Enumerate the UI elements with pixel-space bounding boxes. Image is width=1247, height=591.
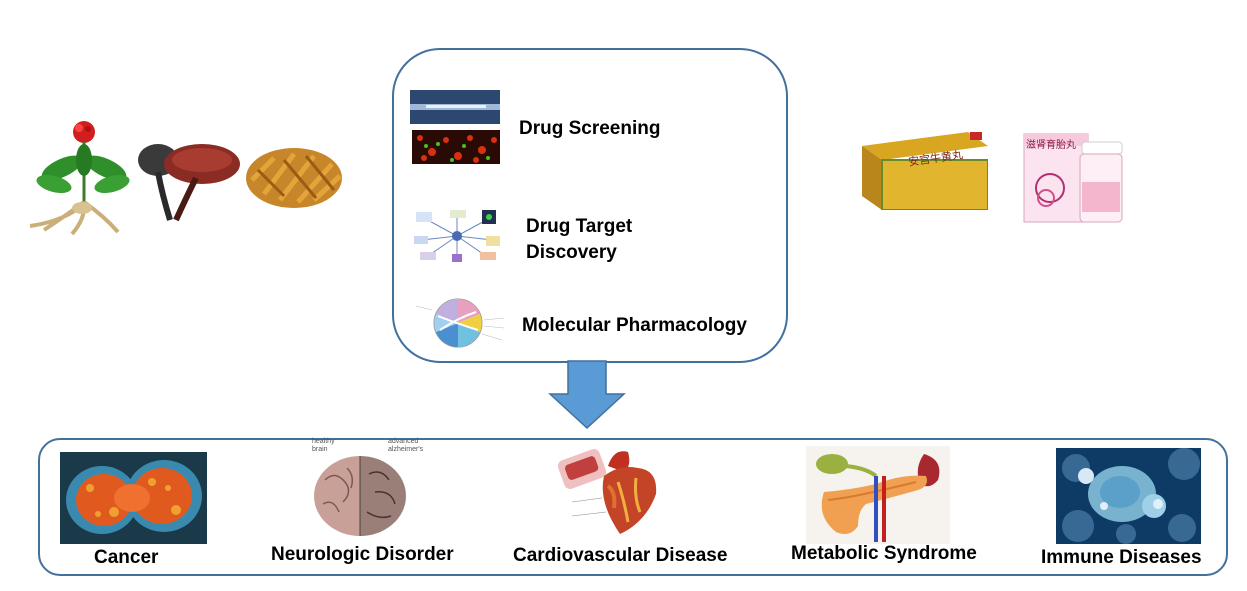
heart-artery-image (558, 449, 657, 534)
microfluidic-channel-image (410, 90, 500, 124)
down-arrow (548, 360, 626, 430)
drug-screening-label: Drug Screening (519, 118, 661, 139)
bottle-text: 滋肾育胎丸 (1026, 140, 1076, 151)
drug-target-label-line2: Discovery (526, 242, 617, 263)
metabolic-syndrome-label: Metabolic Syndrome (791, 543, 977, 564)
fluorescence-cells-image (412, 130, 500, 164)
brain-comparison-image (314, 456, 406, 538)
cardiovascular-disease-label: Cardiovascular Disease (513, 545, 728, 566)
chord-diagram-image (415, 298, 505, 348)
pill-bottle-image (1023, 133, 1123, 223)
immune-cells-image (1056, 448, 1201, 544)
lingzhi-mushroom-image (138, 144, 240, 222)
drug-target-label-line1: Drug Target (526, 216, 633, 237)
ginseng-plant-image (29, 121, 130, 236)
brain-caption-right: advanced alzheimer's (388, 438, 424, 453)
brain-caption-left: healthy brain (312, 438, 335, 453)
molecular-pharmacology-label: Molecular Pharmacology (522, 315, 747, 336)
dried-root-slices-image (246, 148, 342, 208)
angong-niuhuang-wan-box-image (862, 132, 988, 210)
pancreas-organs-image (806, 446, 950, 544)
cancer-label: Cancer (94, 547, 159, 568)
neurologic-disorder-label: Neurologic Disorder (271, 544, 454, 565)
immune-diseases-label: Immune Diseases (1041, 547, 1202, 568)
cancer-cell-image (60, 452, 207, 544)
target-network-image (414, 210, 500, 262)
